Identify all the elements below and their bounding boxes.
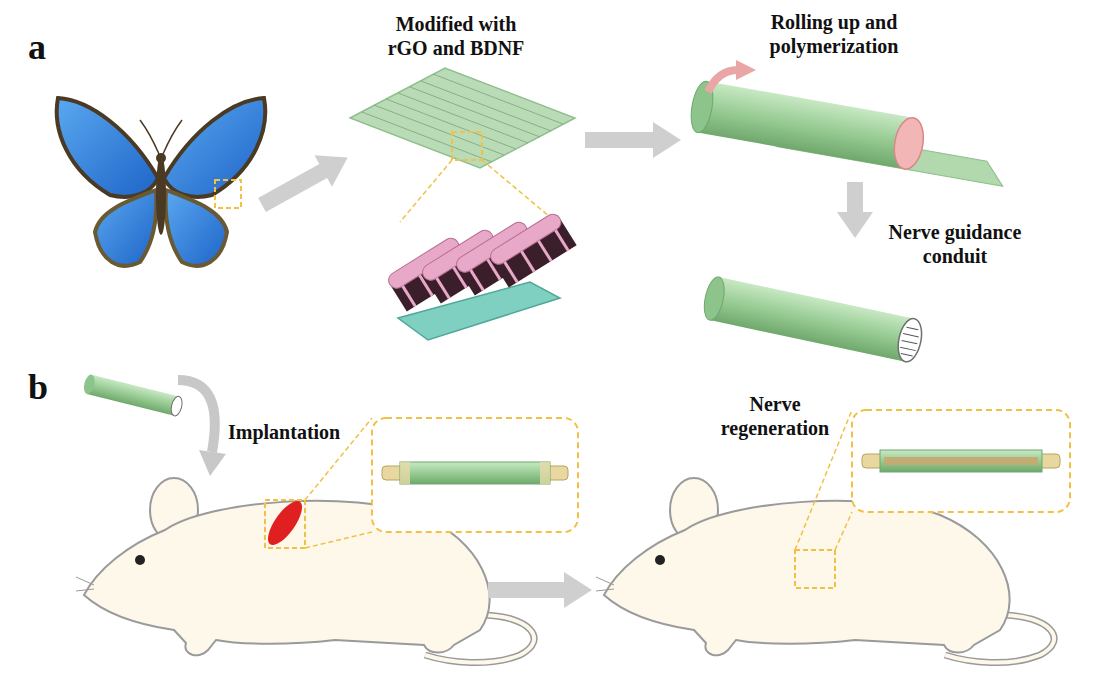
process-arrow	[837, 182, 873, 238]
step-label: Rolling up and polymerization	[758, 10, 910, 58]
implantation-arrow	[178, 380, 226, 476]
small-conduit	[82, 373, 184, 417]
rolling-sheet	[688, 60, 1012, 186]
zoom-marker	[795, 550, 835, 588]
zoom-marker	[265, 500, 305, 548]
process-arrow	[488, 572, 592, 608]
panel-letter: a	[28, 26, 46, 69]
nerve-conduit	[701, 275, 925, 364]
regeneration-callout	[852, 410, 1070, 512]
step-label: Modified with rGO and BDNF	[376, 12, 536, 60]
panel-letter: b	[28, 366, 48, 409]
step-label: Nerve guidance conduit	[872, 220, 1038, 268]
process-arrow	[585, 122, 681, 158]
scale-microstructure	[386, 211, 577, 340]
modified-sheet	[350, 68, 575, 222]
step-label: Implantation	[228, 420, 340, 444]
implant-callout	[372, 418, 578, 532]
zoom-line	[305, 532, 372, 548]
butterfly	[57, 98, 265, 266]
step-label: Nerve regeneration	[716, 392, 834, 440]
process-arrow	[253, 142, 356, 221]
zoom-line	[835, 512, 852, 550]
